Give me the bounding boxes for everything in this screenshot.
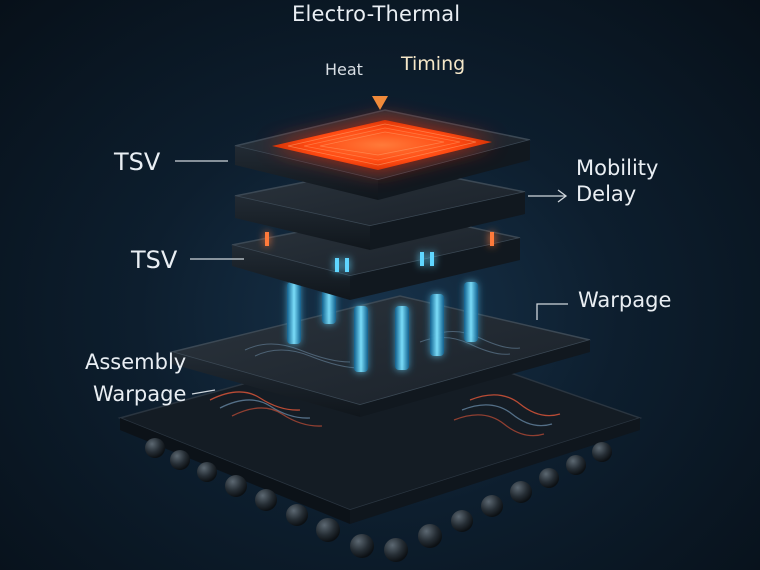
arrow-right-icon xyxy=(528,189,568,203)
tsv-top-label: TSV xyxy=(114,148,161,176)
assembly-label: Assembly xyxy=(85,350,187,374)
tsv-pillars xyxy=(287,282,478,372)
warpage-label: Warpage xyxy=(578,288,672,312)
arrow-down-icon xyxy=(372,36,388,110)
leader-lines xyxy=(175,160,568,395)
heat-spot xyxy=(268,118,496,172)
tsv-mid-label: TSV xyxy=(131,246,178,274)
heat-label: Heat xyxy=(325,60,363,79)
timing-label: Timing xyxy=(401,53,466,75)
delay-label: Delay xyxy=(576,182,637,206)
mobility-label: Mobility xyxy=(576,156,659,180)
title-label: Electro-Thermal xyxy=(292,2,461,26)
assembly-warpage-label: Warpage xyxy=(93,382,187,406)
solder-balls xyxy=(145,438,612,562)
substrate xyxy=(117,337,643,524)
substrate-traces xyxy=(209,391,561,437)
bottom-die-tsv-glow xyxy=(265,232,494,272)
